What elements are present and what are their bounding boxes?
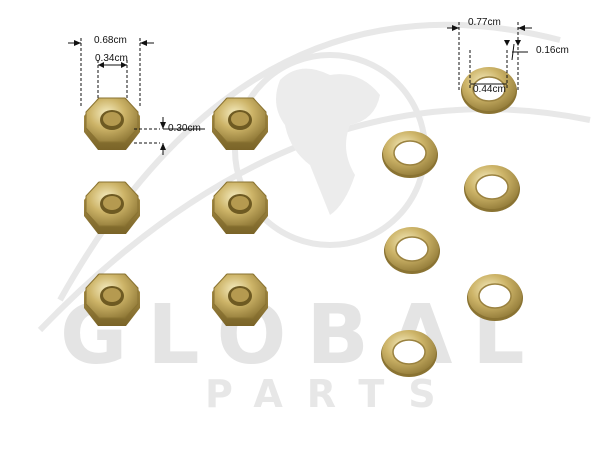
washer-thickness-dimension: 0.16cm [536,45,569,56]
hex-nut-1 [84,97,140,150]
hex-nut-6 [212,273,268,326]
nut-height-dimension: 0.30cm [168,123,201,134]
washer-dimension-arrows [452,25,525,46]
hex-nut-5 [84,273,140,326]
washer-3 [464,165,520,212]
washer-5 [467,274,523,321]
washer-2 [382,131,438,178]
hex-nut-4 [212,181,268,234]
hex-nut-3 [84,181,140,234]
nut-inner-dimension: 0.34cm [95,53,128,64]
washer-6 [381,330,437,377]
washer-inner-dimension: 0.44cm [473,84,506,95]
washer-1 [461,67,517,114]
brand-sub-watermark: PARTS [205,372,460,416]
washer-outer-dimension: 0.77cm [468,17,501,28]
nut-outer-dimension: 0.68cm [94,35,127,46]
washer-4 [384,227,440,274]
nut-dimension-arrows [74,40,166,150]
hex-nut-2 [212,97,268,150]
